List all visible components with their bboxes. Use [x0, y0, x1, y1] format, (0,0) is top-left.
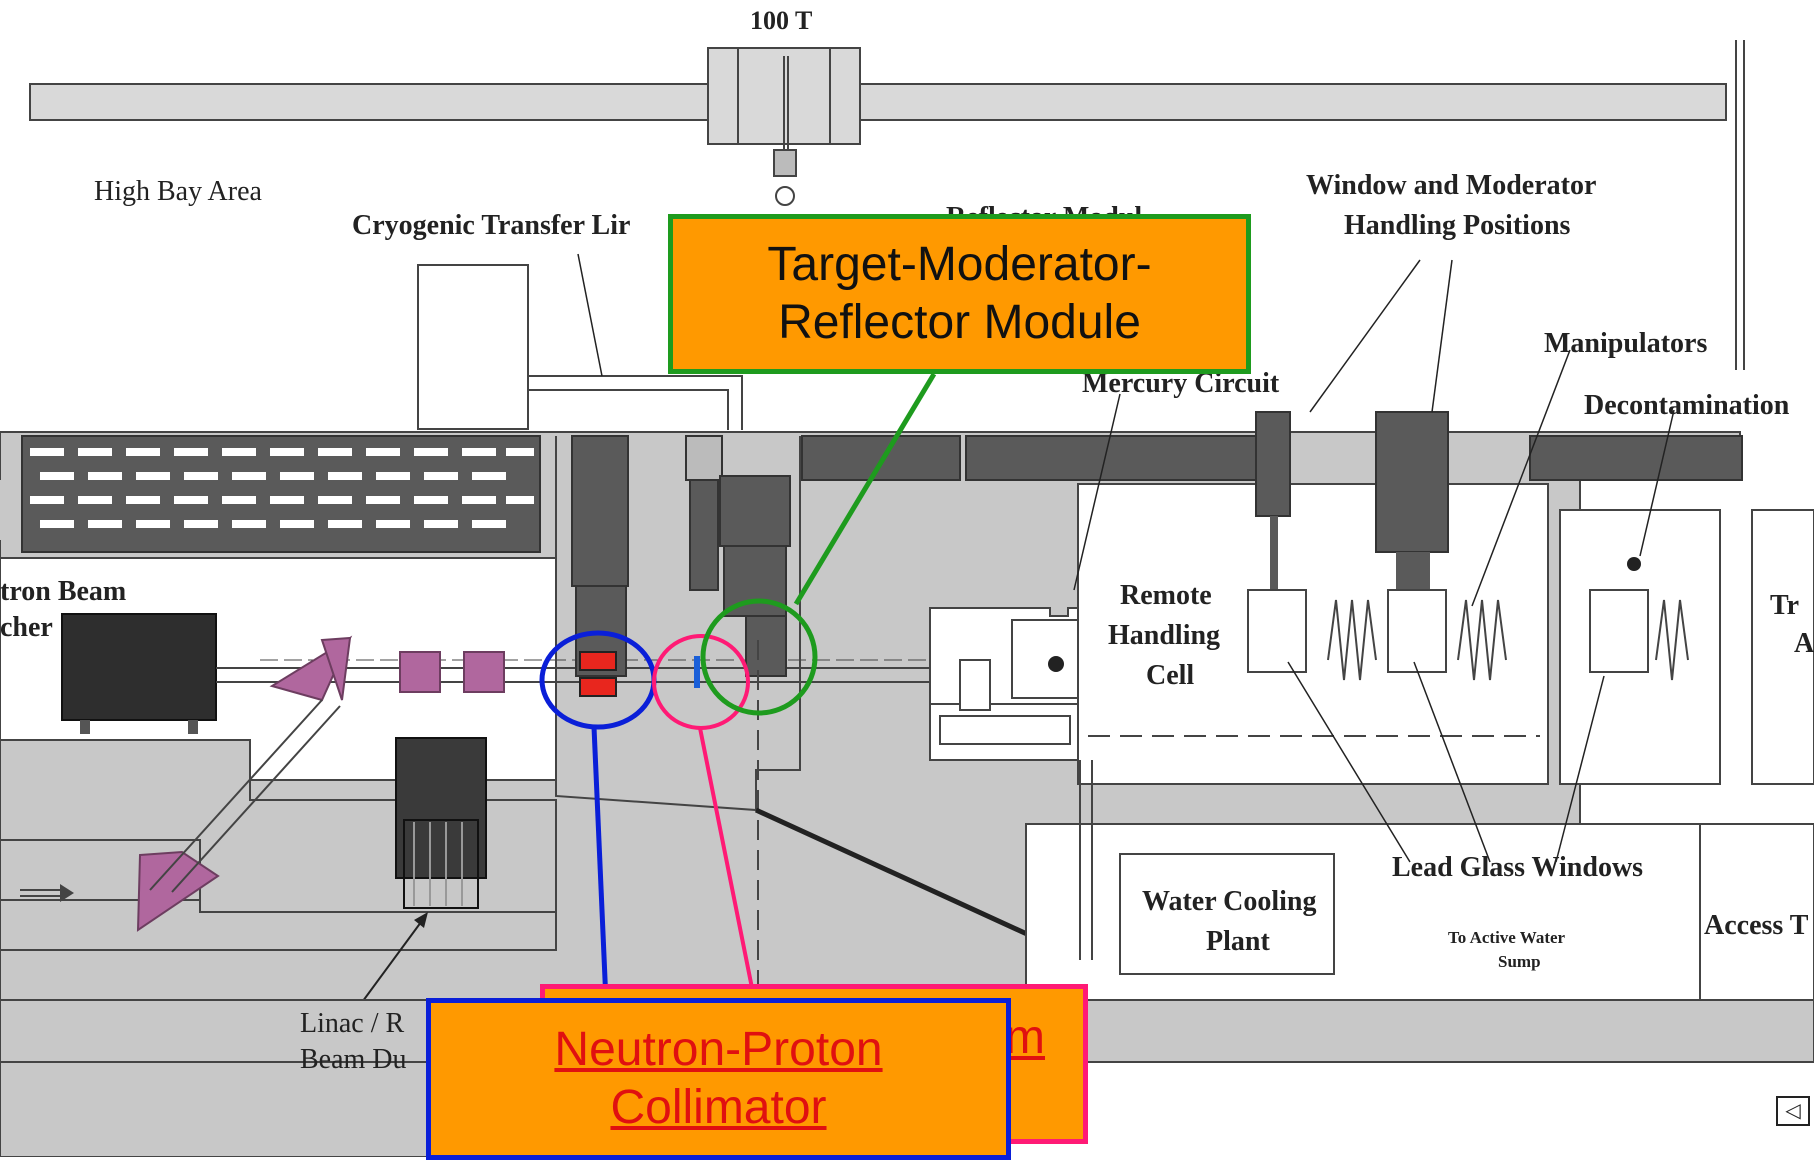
manipulators-label: Manipulators — [1544, 328, 1708, 359]
crane-trolley — [707, 47, 861, 206]
linac-label-2: Beam Du — [300, 1044, 407, 1075]
linac-label-1: Linac / R — [300, 1008, 405, 1039]
cryo-box — [417, 264, 529, 430]
tr-label-1: Tr — [1770, 590, 1800, 621]
beam-dump — [395, 737, 487, 879]
cryo-label: Cryogenic Transfer Lir — [352, 210, 631, 241]
high-bay-label: High Bay Area — [94, 176, 262, 207]
access-label: Access T — [1704, 910, 1809, 941]
tr-label-2: A — [1794, 628, 1814, 659]
water-cooling-label-2: Plant — [1206, 926, 1270, 957]
active-water-label-2: Sump — [1498, 952, 1541, 971]
window-mod-label-1: Window and Moderator — [1306, 170, 1597, 201]
collimator-callout[interactable]: Neutron-Proton Collimator — [426, 998, 1011, 1160]
collimator-link-line1[interactable]: Neutron-Proton — [554, 1023, 883, 1077]
remote-handling-cell — [1077, 483, 1549, 785]
water-cooling-label-1: Water Cooling — [1142, 886, 1317, 917]
active-water-label-1: To Active Water — [1448, 928, 1566, 947]
crane-label: 100 T — [750, 6, 813, 35]
neutron-beam-label-2: cher — [0, 612, 53, 643]
remote-label-3: Cell — [1146, 660, 1195, 691]
window-mod-label-2: Handling Positions — [1344, 210, 1571, 241]
neutron-beam-label-1: tron Beam — [0, 576, 127, 607]
water-cooling-plant — [1119, 853, 1335, 975]
remote-label-1: Remote — [1120, 580, 1212, 611]
collimator-red-top — [579, 651, 617, 671]
decon-label: Decontamination — [1584, 390, 1790, 421]
collimator-red-bottom — [579, 677, 617, 697]
collimator-link-line2[interactable]: Collimator — [610, 1081, 827, 1134]
crane-rail — [29, 83, 1727, 121]
hidden-callout-link[interactable]: m — [1005, 1011, 1045, 1064]
remote-label-2: Handling — [1108, 620, 1221, 651]
target-circle — [700, 598, 818, 716]
target-moderator-text: Target-Moderator- Reflector Module — [767, 238, 1152, 349]
blue-element — [694, 656, 700, 688]
beam-magnets — [136, 635, 505, 932]
beam-catcher — [61, 613, 217, 721]
target-moderator-callout: Target-Moderator- Reflector Module — [668, 214, 1251, 374]
brick-wall — [21, 435, 541, 553]
lead-glass-label: Lead Glass Windows — [1392, 852, 1644, 883]
previous-slide-icon[interactable]: ◁ — [1776, 1096, 1810, 1126]
